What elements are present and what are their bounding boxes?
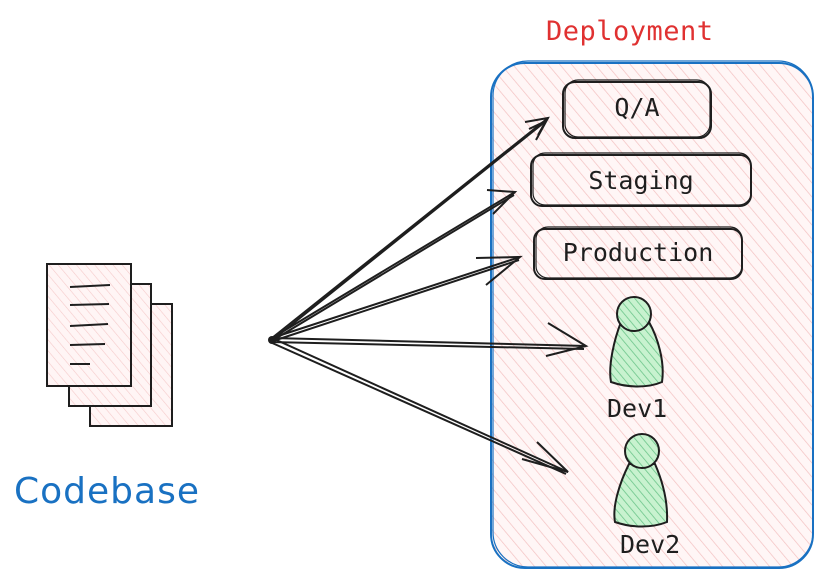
person-icon (609, 296, 664, 388)
env-box-staging (530, 152, 752, 207)
env-label-staging: Staging (588, 166, 694, 195)
arrow-icon (269, 116, 550, 343)
deployment-title: Deployment (546, 16, 714, 47)
arrow-icon (269, 189, 518, 343)
env-label-production: Production (562, 238, 714, 267)
person-icon (613, 433, 669, 528)
env-box-production (533, 226, 743, 280)
developer-label-dev2: Dev2 (620, 530, 681, 559)
arrow-icon (269, 322, 589, 357)
developer-label-dev1: Dev1 (607, 394, 668, 423)
arrow-icon (269, 337, 569, 475)
codebase-label: Codebase (14, 471, 200, 512)
env-label-qa: Q/A (614, 93, 660, 122)
arrow-icon (269, 255, 523, 343)
document-stack-icon (46, 263, 173, 427)
env-box-qa (562, 79, 712, 139)
arrow-origin (268, 336, 276, 344)
